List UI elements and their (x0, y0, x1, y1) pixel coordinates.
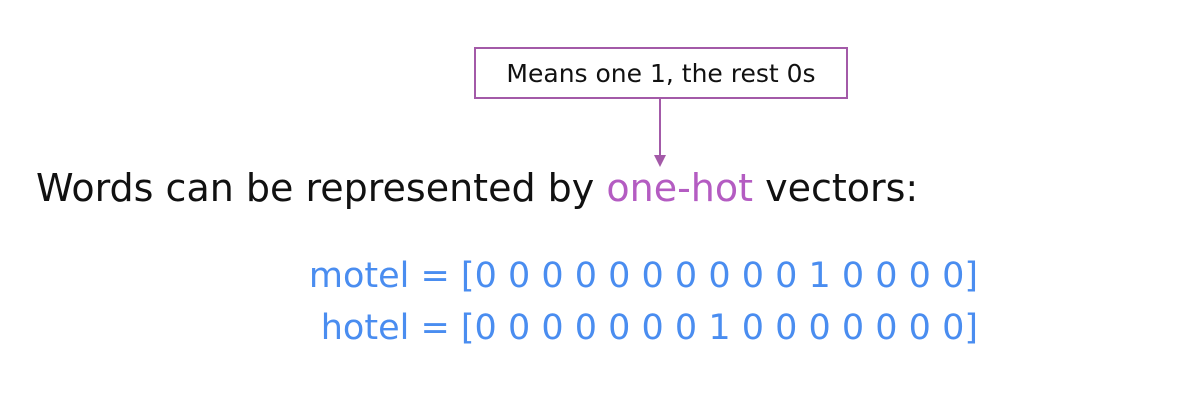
callout-text: Means one 1, the rest 0s (506, 58, 816, 88)
heading-highlight: one-hot (606, 166, 754, 210)
vector-hotel: hotel = [0 0 0 0 0 0 0 1 0 0 0 0 0 0 0] (320, 308, 978, 348)
callout-arrow (654, 99, 666, 167)
callout-box: Means one 1, the rest 0s (474, 47, 848, 99)
heading-before: Words can be represented by (36, 166, 607, 210)
vector-motel: motel = [0 0 0 0 0 0 0 0 0 0 1 0 0 0 0] (308, 256, 978, 296)
heading: Words can be represented by one-hot vect… (36, 166, 918, 210)
heading-after: vectors: (753, 166, 919, 210)
